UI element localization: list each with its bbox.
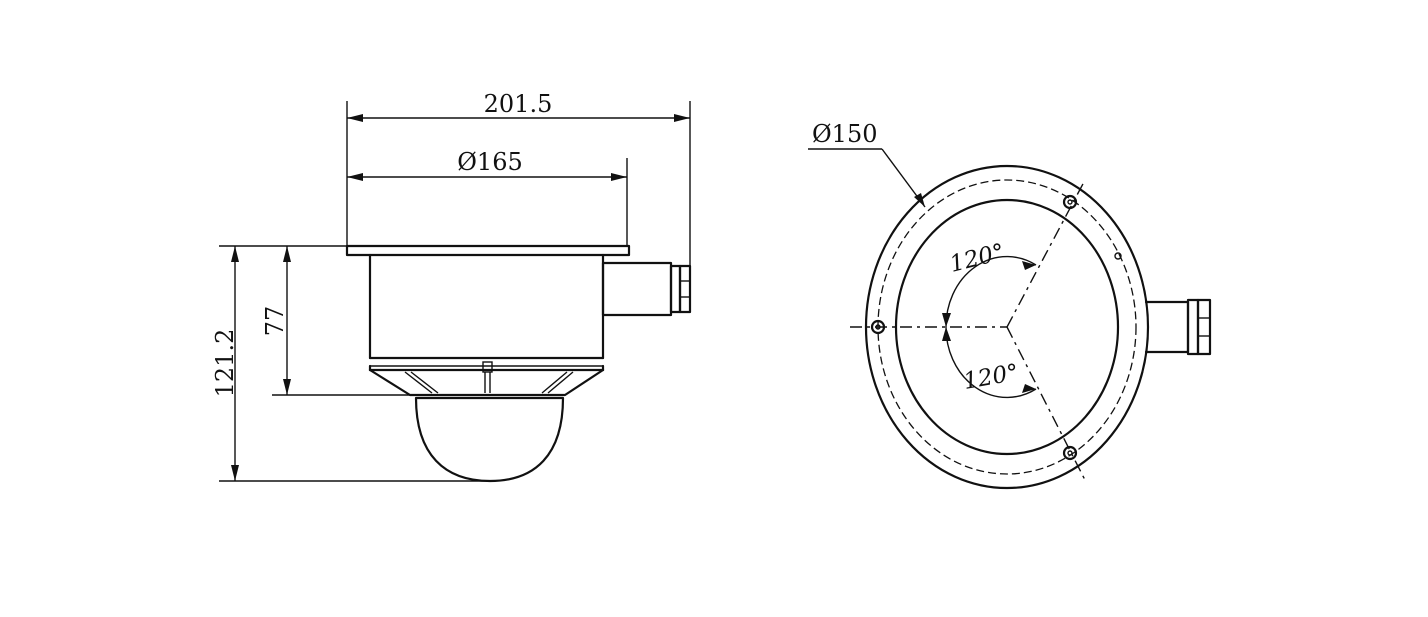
cable-gland [601, 261, 692, 317]
dim-total-height-label: 121.2 [211, 329, 239, 398]
housing-body [368, 253, 605, 372]
tapered-ring [368, 361, 605, 397]
dim-body-height: 77 [261, 246, 291, 395]
side-view: 201.5 Ø165 121.2 77 [211, 90, 692, 483]
top-view: 120° 120° Ø150 [808, 120, 1212, 490]
inner-body-circle [894, 198, 1120, 456]
dim-overall-width: 201.5 [346, 90, 691, 266]
dim-total-height: 121.2 [211, 246, 239, 481]
dim-flange-diameter-label: Ø165 [457, 148, 522, 176]
cable-gland-top [1144, 298, 1212, 356]
outer-flange-circle [864, 164, 1150, 490]
mounting-holes [870, 194, 1122, 461]
dim-flange-diameter: Ø165 [347, 148, 628, 246]
dim-body-height-label: 77 [261, 306, 289, 337]
center-lines [850, 179, 1086, 481]
angle-lower-label: 120° [962, 360, 1021, 395]
angle-arcs [942, 255, 1037, 399]
dim-diameter-leader: Ø150 [808, 120, 926, 208]
dim-diameter-label: Ø150 [812, 120, 877, 148]
camera-dome [414, 396, 565, 483]
angle-upper-label: 120° [947, 239, 1007, 278]
flange-plate [345, 244, 631, 257]
dim-overall-width-label: 201.5 [484, 90, 553, 118]
